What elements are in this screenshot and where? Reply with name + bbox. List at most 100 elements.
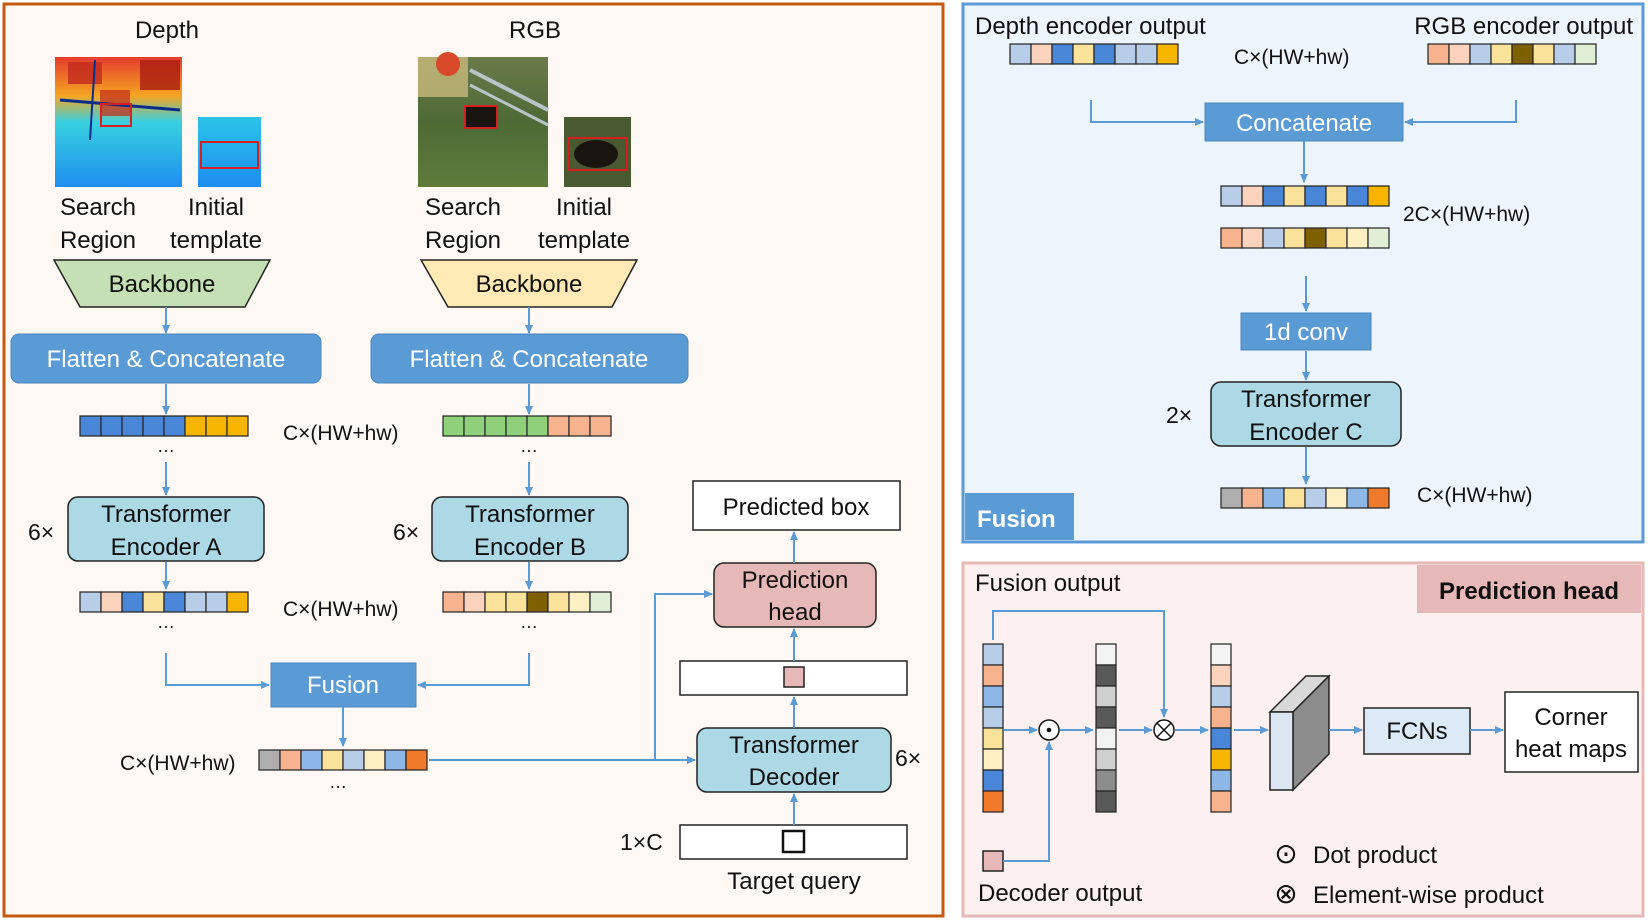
- fused-token-row: [258, 749, 428, 771]
- concat-token-row-1: [1220, 185, 1390, 207]
- pred-fusion-column: [982, 643, 1004, 813]
- prediction-head-title-bg: [1417, 565, 1641, 613]
- prediction-head-label-2: head: [768, 599, 821, 626]
- fusion-depth-token-row: [1009, 43, 1179, 65]
- dim-label-2c: 2C×(HW+hw): [1403, 203, 1530, 226]
- fcns-box: [1363, 707, 1471, 755]
- fusion-panel-arrows: [1090, 100, 1517, 485]
- fusion-box-label: Fusion: [307, 672, 379, 699]
- dim-label-depth-2: C×(HW+hw): [283, 598, 399, 621]
- rgb-template-label-2: template: [538, 227, 630, 254]
- dim-label-fused: C×(HW+hw): [120, 752, 236, 775]
- rgb-search-label-1: Search: [425, 194, 501, 221]
- fusion-output-label: Fusion output: [975, 570, 1121, 597]
- pred-elem-column: [1210, 643, 1232, 813]
- rgb-backbone: [419, 259, 639, 308]
- rgb-flatten-concat-label: Flatten & Concatenate: [410, 346, 649, 373]
- concatenate-label: Concatenate: [1236, 110, 1372, 137]
- concatenate-box: [1204, 102, 1404, 142]
- decoder-label-1: Transformer: [729, 732, 859, 759]
- fusion-output-token-row: [1220, 487, 1390, 509]
- ellipsis-depth-2: …: [157, 612, 175, 632]
- conv-block-3d: [1268, 674, 1331, 792]
- repeat-6-encoder-b: 6×: [393, 519, 419, 545]
- decoder-output-small-token: [982, 850, 1004, 872]
- repeat-6-decoder: 6×: [895, 745, 921, 771]
- ellipsis-rgb-1: …: [520, 436, 538, 456]
- rgb-template-image: [564, 117, 631, 187]
- depth-flatten-concat-label: Flatten & Concatenate: [47, 346, 286, 373]
- concat-token-row-2: [1220, 227, 1390, 249]
- fusion-ellipsis-depth: C×(HW+hw): [1234, 46, 1350, 69]
- depth-search-region-image: [55, 57, 182, 187]
- encoder-c-label-2: Encoder C: [1249, 419, 1362, 446]
- query-dim-label: 1×C: [620, 829, 663, 855]
- depth-backbone: [52, 259, 272, 308]
- repeat-6-encoder-a: 6×: [28, 519, 54, 545]
- fusion-rgb-token-row: [1427, 43, 1597, 65]
- fusion-tag: [965, 493, 1074, 540]
- decoder-output-token: [783, 666, 805, 688]
- dim-label-fusion-out: C×(HW+hw): [1417, 484, 1533, 507]
- depth-backbone-label: Backbone: [109, 271, 216, 298]
- ellipsis-fused: …: [329, 772, 347, 792]
- fcns-label: FCNs: [1386, 718, 1447, 745]
- depth-search-label-1: Search: [60, 194, 136, 221]
- ellipsis-rgb-2: …: [520, 612, 538, 632]
- encoder-c-label-1: Transformer: [1241, 386, 1371, 413]
- left-arrows: [162, 307, 798, 825]
- conv-1d-label: 1d conv: [1264, 319, 1348, 346]
- dim-label-depth-1: C×(HW+hw): [283, 422, 399, 445]
- depth-title: Depth: [135, 17, 199, 44]
- depth-token-row-2: [79, 591, 249, 613]
- pred-dot-column: [1095, 643, 1117, 813]
- dot-product-legend-symbol: ⊙: [1274, 838, 1297, 869]
- prediction-head-label-1: Prediction: [742, 567, 849, 594]
- depth-template-image: [198, 117, 261, 187]
- repeat-2-encoder-c: 2×: [1166, 402, 1192, 428]
- encoder-a-label-1: Transformer: [101, 501, 231, 528]
- corner-heat-maps-label-2: heat maps: [1515, 736, 1627, 763]
- transformer-encoder-c-box: [1210, 381, 1402, 447]
- depth-template-label-2: template: [170, 227, 262, 254]
- predicted-box: [692, 480, 901, 531]
- corner-heat-maps-label-1: Corner: [1534, 704, 1607, 731]
- corner-heat-maps-box: [1504, 691, 1639, 773]
- elementwise-legend-symbol: ⊗: [1274, 878, 1297, 909]
- fusion-panel: [961, 2, 1645, 544]
- fusion-tag-label: Fusion: [977, 506, 1056, 533]
- rgb-token-row-2: [442, 591, 612, 613]
- rgb-search-label-2: Region: [425, 227, 501, 254]
- encoder-b-label-1: Transformer: [465, 501, 595, 528]
- transformer-encoder-b-box: [431, 496, 629, 562]
- depth-flatten-concat-box: [10, 333, 322, 384]
- rgb-token-row-1: [442, 415, 612, 437]
- fusion-box: [270, 662, 417, 708]
- depth-search-label-2: Region: [60, 227, 136, 254]
- transformer-encoder-a-box: [67, 496, 265, 562]
- prediction-head-title: Prediction head: [1439, 578, 1619, 605]
- ellipsis-depth-1: …: [157, 436, 175, 456]
- rgb-search-region-image: [418, 52, 549, 187]
- decoder-output-label: Decoder output: [978, 880, 1142, 907]
- depth-encoder-output-label: Depth encoder output: [975, 13, 1206, 40]
- elementwise-product-op: [1153, 719, 1175, 741]
- predicted-box-label: Predicted box: [723, 494, 870, 521]
- decoder-label-2: Decoder: [749, 764, 840, 791]
- depth-template-label-1: Initial: [188, 194, 244, 221]
- dot-product-legend: Dot product: [1313, 842, 1437, 869]
- conv-1d-box: [1240, 312, 1372, 351]
- rgb-encoder-output-label: RGB encoder output: [1414, 13, 1633, 40]
- encoder-b-label-2: Encoder B: [474, 534, 586, 561]
- pred-panel-arrows: [992, 610, 1504, 862]
- rgb-template-label-1: Initial: [556, 194, 612, 221]
- rgb-flatten-concat-box: [370, 333, 689, 384]
- target-query-label: Target query: [727, 868, 860, 895]
- elementwise-legend: Element-wise product: [1313, 882, 1544, 909]
- target-query-token: [781, 829, 806, 854]
- encoder-a-label-2: Encoder A: [111, 534, 222, 561]
- rgb-backbone-label: Backbone: [476, 271, 583, 298]
- depth-token-row-1: [79, 415, 249, 437]
- rgb-title: RGB: [509, 17, 561, 44]
